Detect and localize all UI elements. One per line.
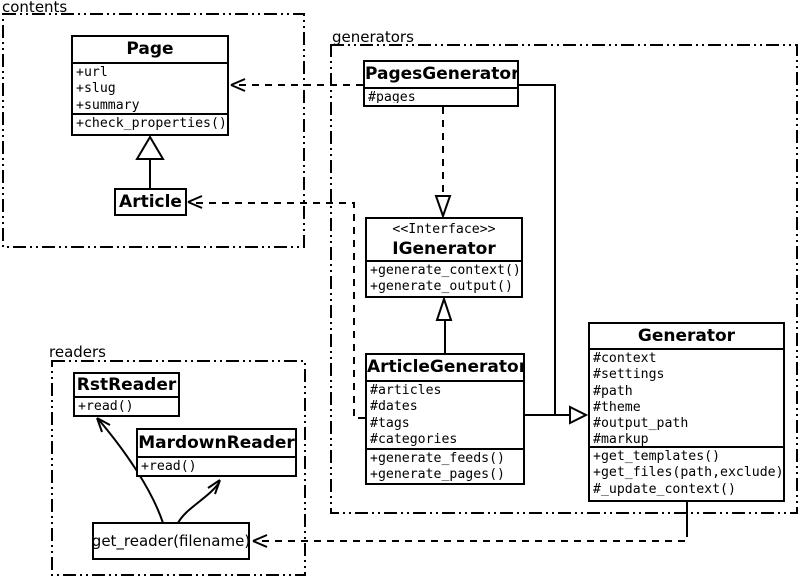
class-igenerator-stereotype: <<Interface>> — [392, 222, 496, 237]
edge-generator-uses-getreader — [252, 502, 688, 548]
get-reader-label: get_reader(filename) — [91, 532, 251, 550]
method: +read() — [78, 399, 134, 413]
edge-generators-extend-generator — [518, 84, 589, 425]
package-contents-border — [2, 13, 305, 248]
attr: #output_path — [593, 416, 689, 432]
class-generator-attrs: #context #settings #path #theme #output_… — [590, 348, 783, 446]
class-pagesgenerator-title: PagesGenerator — [365, 64, 517, 84]
class-page-attrs: +url +slug +summary — [73, 62, 227, 113]
attr: #articles — [370, 383, 442, 398]
attr: #pages — [368, 90, 416, 103]
method: +generate_pages() — [370, 467, 505, 481]
class-articlegenerator-title: ArticleGenerator — [367, 357, 523, 377]
class-igenerator-methods: +generate_context() +generate_output() — [367, 260, 521, 294]
attr: #path — [593, 383, 633, 399]
class-article-title: Article — [119, 192, 182, 212]
class-mardownreader: MardownReader +read() — [136, 428, 297, 477]
attr: +url — [76, 65, 108, 80]
attr: #settings — [593, 367, 665, 383]
edge-articlegenerator-implements-igenerator — [435, 295, 453, 353]
class-article: Article — [114, 188, 187, 216]
class-rstreader: RstReader +read() — [73, 372, 180, 417]
class-rstreader-title: RstReader — [76, 375, 177, 395]
class-generator: Generator #context #settings #path #them… — [588, 322, 785, 502]
method: +read() — [141, 459, 197, 473]
package-label-readers: readers — [49, 343, 106, 361]
attr: #dates — [370, 399, 418, 415]
class-mardownreader-methods: +read() — [138, 456, 295, 473]
package-label-generators: generators — [332, 28, 414, 46]
package-label-contents: contents — [2, 0, 68, 16]
attr: #tags — [370, 415, 410, 431]
edge-pagesgenerator-uses-page — [230, 78, 363, 92]
attr: #categories — [370, 431, 458, 447]
method: +get_files(path,exclude) — [593, 465, 783, 481]
edge-article-extends-page — [135, 135, 165, 189]
class-articlegenerator-attrs: #articles #dates #tags #categories — [367, 380, 523, 448]
class-igenerator-header: <<Interface>> IGenerator — [367, 219, 521, 260]
method: #_update_context() — [593, 481, 736, 496]
get-reader-node: get_reader(filename) — [92, 522, 250, 560]
class-mardownreader-title: MardownReader — [138, 433, 295, 453]
class-generator-title: Generator — [637, 326, 736, 346]
attr: +slug — [76, 81, 116, 97]
class-igenerator-title: IGenerator — [392, 239, 496, 259]
method: +check_properties() — [76, 116, 227, 131]
class-rstreader-methods: +read() — [75, 396, 178, 413]
method: +generate_output() — [370, 279, 513, 294]
method: +generate_feeds() — [370, 451, 505, 466]
class-igenerator: <<Interface>> IGenerator +generate_conte… — [365, 217, 523, 298]
package-readers-border — [51, 360, 306, 576]
class-page-title: Page — [126, 39, 174, 59]
edge-getreader-to-mardownreader — [177, 479, 221, 524]
class-generator-methods: +get_templates() +get_files(path,exclude… — [590, 446, 783, 496]
attr: +summary — [76, 97, 140, 113]
edge-pagesgenerator-implements-igenerator — [434, 107, 452, 220]
attr: #context — [593, 351, 657, 366]
class-pagesgenerator-attrs: #pages — [365, 87, 517, 103]
class-page-methods: +check_properties() — [73, 113, 227, 134]
class-pagesgenerator: PagesGenerator #pages — [363, 60, 519, 107]
class-articlegenerator: ArticleGenerator #articles #dates #tags … — [365, 353, 525, 485]
class-articlegenerator-methods: +generate_feeds() +generate_pages() — [367, 448, 523, 481]
method: +get_templates() — [593, 449, 721, 464]
edge-articlegenerator-uses-article — [187, 195, 365, 419]
package-generators-border — [330, 44, 798, 514]
attr: #markup — [593, 432, 649, 446]
class-page: Page +url +slug +summary +check_properti… — [71, 35, 229, 136]
attr: #theme — [593, 399, 641, 415]
method: +generate_context() — [370, 263, 521, 278]
